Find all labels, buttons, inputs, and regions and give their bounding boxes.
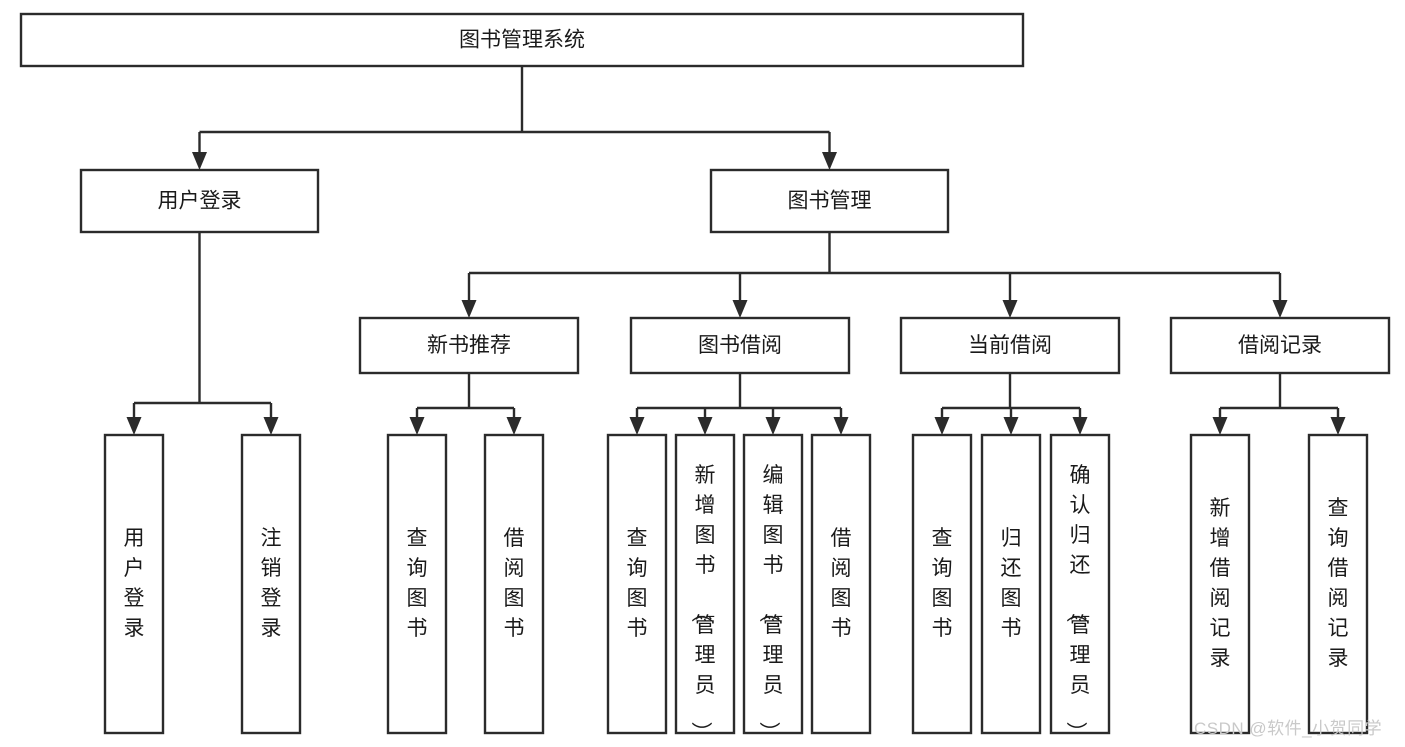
connector-group-current-borrow [934, 373, 1088, 435]
node-label-leaf-cur-return: 归还图书 [1001, 527, 1022, 640]
node-new-book-rec[interactable]: 新书推荐 [358, 316, 580, 375]
node-label-current-borrow: 当前借阅 [968, 334, 1052, 357]
connector-group-borrow-record [1212, 373, 1346, 435]
node-label-leaf-rec-query: 查询图书 [407, 527, 428, 640]
node-label-leaf-borrow-edit: 编辑图书（管理员） [758, 464, 784, 743]
node-leaf-borrow-do[interactable]: 借阅图书 [810, 433, 872, 735]
node-label-borrow-record: 借阅记录 [1238, 334, 1322, 357]
node-box-leaf-user-logout[interactable] [240, 433, 302, 735]
node-label-leaf-borrow-query: 查询图书 [627, 527, 648, 640]
arrow-head-icon [833, 417, 849, 435]
arrow-head-icon [1212, 417, 1228, 435]
arrow-head-icon [732, 300, 748, 318]
node-book-borrow[interactable]: 图书借阅 [629, 316, 851, 375]
node-label-root: 图书管理系统 [459, 29, 585, 52]
node-label-leaf-rec-add: 新增借阅记录 [1210, 497, 1231, 670]
connector-layer [126, 66, 1346, 435]
node-book-manage[interactable]: 图书管理 [709, 168, 950, 234]
arrow-head-icon [765, 417, 781, 435]
node-label-leaf-rec-borrow: 借阅图书 [504, 527, 525, 640]
arrow-head-icon [1003, 417, 1019, 435]
node-label-user-login: 用户登录 [158, 190, 242, 213]
arrow-head-icon [1272, 300, 1288, 318]
node-box-leaf-borrow-add[interactable] [674, 433, 736, 735]
node-box-leaf-borrow-edit[interactable] [742, 433, 804, 735]
node-label-new-book-rec: 新书推荐 [427, 334, 511, 357]
node-borrow-record[interactable]: 借阅记录 [1169, 316, 1391, 375]
node-box-new-book-rec[interactable] [358, 316, 580, 375]
node-leaf-cur-query[interactable]: 查询图书 [911, 433, 973, 735]
arrow-head-icon [506, 417, 522, 435]
node-box-root[interactable] [19, 12, 1025, 68]
node-leaf-cur-confirm[interactable]: 确认归还（管理员） [1049, 433, 1111, 743]
node-label-book-manage: 图书管理 [788, 190, 872, 213]
connector-group-book-manage [461, 232, 1288, 318]
node-leaf-rec-query[interactable]: 查询图书 [386, 433, 448, 735]
connector-group-book-borrow [629, 373, 849, 435]
arrow-head-icon [1330, 417, 1346, 435]
node-leaf-rec-query2[interactable]: 查询借阅记录 [1307, 433, 1369, 735]
node-label-leaf-rec-query2: 查询借阅记录 [1328, 497, 1349, 670]
node-box-leaf-rec-add[interactable] [1189, 433, 1251, 735]
arrow-head-icon [409, 417, 425, 435]
node-box-user-login[interactable] [79, 168, 320, 234]
node-box-leaf-borrow-do[interactable] [810, 433, 872, 735]
node-leaf-cur-return[interactable]: 归还图书 [980, 433, 1042, 735]
connector-group-user-login [126, 232, 279, 435]
node-box-leaf-rec-query[interactable] [386, 433, 448, 735]
arrow-head-icon [1072, 417, 1088, 435]
node-leaf-rec-add[interactable]: 新增借阅记录 [1189, 433, 1251, 735]
node-leaf-borrow-edit[interactable]: 编辑图书（管理员） [742, 433, 804, 743]
node-box-leaf-cur-query[interactable] [911, 433, 973, 735]
arrow-head-icon [461, 300, 477, 318]
node-box-leaf-borrow-query[interactable] [606, 433, 668, 735]
node-box-book-manage[interactable] [709, 168, 950, 234]
node-current-borrow[interactable]: 当前借阅 [899, 316, 1121, 375]
arrow-head-icon [629, 417, 645, 435]
node-leaf-user-logout[interactable]: 注销登录 [240, 433, 302, 735]
node-label-leaf-user-logout: 注销登录 [261, 527, 282, 640]
node-leaf-borrow-add[interactable]: 新增图书（管理员） [674, 433, 736, 743]
node-leaf-borrow-query[interactable]: 查询图书 [606, 433, 668, 735]
node-box-leaf-user-login[interactable] [103, 433, 165, 735]
arrow-head-icon [1002, 300, 1018, 318]
arrow-head-icon [934, 417, 950, 435]
node-box-leaf-rec-borrow[interactable] [483, 433, 545, 735]
node-box-book-borrow[interactable] [629, 316, 851, 375]
node-box-borrow-record[interactable] [1169, 316, 1391, 375]
connector-group-root [192, 66, 837, 170]
node-label-book-borrow: 图书借阅 [698, 334, 782, 357]
node-leaf-user-login[interactable]: 用户登录 [103, 433, 165, 735]
arrow-head-icon [192, 152, 207, 170]
node-box-leaf-cur-confirm[interactable] [1049, 433, 1111, 735]
node-label-leaf-user-login: 用户登录 [124, 527, 145, 640]
arrow-head-icon [697, 417, 713, 435]
node-box-leaf-cur-return[interactable] [980, 433, 1042, 735]
arrow-head-icon [263, 417, 279, 435]
node-user-login[interactable]: 用户登录 [79, 168, 320, 234]
node-box-leaf-rec-query2[interactable] [1307, 433, 1369, 735]
node-label-leaf-cur-confirm: 确认归还（管理员） [1065, 464, 1091, 743]
arrow-head-icon [126, 417, 142, 435]
node-layer: 图书管理系统用户登录图书管理新书推荐图书借阅当前借阅借阅记录用户登录注销登录查询… [19, 12, 1391, 743]
node-root[interactable]: 图书管理系统 [19, 12, 1025, 68]
node-label-leaf-borrow-add: 新增图书（管理员） [690, 464, 716, 743]
connector-group-new-book-rec [409, 373, 522, 435]
node-label-leaf-cur-query: 查询图书 [932, 527, 953, 640]
arrow-head-icon [822, 152, 837, 170]
node-leaf-rec-borrow[interactable]: 借阅图书 [483, 433, 545, 735]
node-box-current-borrow[interactable] [899, 316, 1121, 375]
node-label-leaf-borrow-do: 借阅图书 [831, 527, 852, 640]
